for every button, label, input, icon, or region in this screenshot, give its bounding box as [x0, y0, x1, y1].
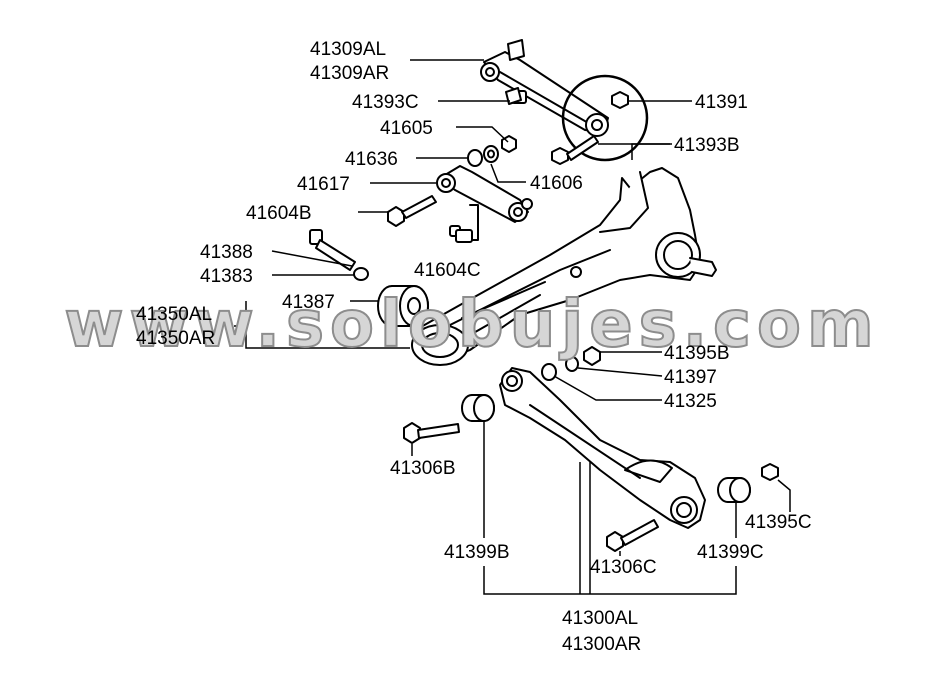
- label-41387[interactable]: 41387: [282, 292, 335, 313]
- label-41604B[interactable]: 41604B: [246, 203, 312, 224]
- label-41300AL[interactable]: 41300AL: [562, 608, 638, 629]
- label-41605[interactable]: 41605: [380, 118, 433, 139]
- washer-41383: [353, 267, 369, 281]
- bushing-41399C: [717, 477, 751, 503]
- label-41325[interactable]: 41325: [664, 391, 717, 412]
- nut-41395B: [583, 346, 601, 366]
- label-41395C[interactable]: 41395C: [745, 512, 812, 533]
- part-labels: 41309AL 41309AR 41393C 41391 41605 41393…: [136, 39, 812, 655]
- bolt-41604B: [387, 195, 437, 227]
- nut-41395C: [761, 463, 779, 481]
- label-41636[interactable]: 41636: [345, 149, 398, 170]
- bolt-41306C: [606, 519, 659, 552]
- label-41306C[interactable]: 41306C: [590, 557, 657, 578]
- label-41399C[interactable]: 41399C: [697, 542, 764, 563]
- detail-circle: [561, 74, 649, 162]
- label-41383[interactable]: 41383: [200, 266, 253, 287]
- bushing-41387: [377, 285, 429, 327]
- label-41393B[interactable]: 41393B: [674, 135, 740, 156]
- label-41617[interactable]: 41617: [297, 174, 350, 195]
- nut-41391: [611, 91, 629, 109]
- label-41606[interactable]: 41606: [530, 173, 583, 194]
- washer-41325: [541, 363, 557, 381]
- leader-lines: [234, 59, 791, 595]
- bolt-41388: [309, 229, 356, 271]
- bushing-41399B: [461, 394, 495, 422]
- label-41300AR[interactable]: 41300AR: [562, 634, 641, 655]
- watermark-text: www.solobujes.com: [64, 288, 879, 362]
- trailing-arm-41350: [411, 167, 717, 366]
- label-41391[interactable]: 41391: [695, 92, 748, 113]
- bolt-41393B: [551, 135, 599, 165]
- lower-arm-41300: [499, 367, 706, 529]
- washer-41397: [565, 356, 579, 372]
- label-41350AL[interactable]: 41350AL: [136, 304, 212, 325]
- label-41399B[interactable]: 41399B: [444, 542, 510, 563]
- label-41350AR[interactable]: 41350AR: [136, 328, 215, 349]
- label-41309AL[interactable]: 41309AL: [310, 39, 386, 60]
- label-41388[interactable]: 41388: [200, 242, 253, 263]
- bolt-41604C: [449, 225, 473, 243]
- toe-link-41617: [436, 165, 533, 241]
- washer-41636: [467, 149, 483, 167]
- label-41395B[interactable]: 41395B: [664, 343, 730, 364]
- label-41309AR[interactable]: 41309AR: [310, 63, 389, 84]
- label-41393C[interactable]: 41393C: [352, 92, 419, 113]
- label-41397[interactable]: 41397: [664, 367, 717, 388]
- upper-arm-41309: [480, 39, 609, 137]
- bolt-41306B: [403, 422, 460, 444]
- label-41604C[interactable]: 41604C: [414, 260, 481, 281]
- bolt-41393C: [505, 87, 527, 105]
- label-41306B[interactable]: 41306B: [390, 458, 456, 479]
